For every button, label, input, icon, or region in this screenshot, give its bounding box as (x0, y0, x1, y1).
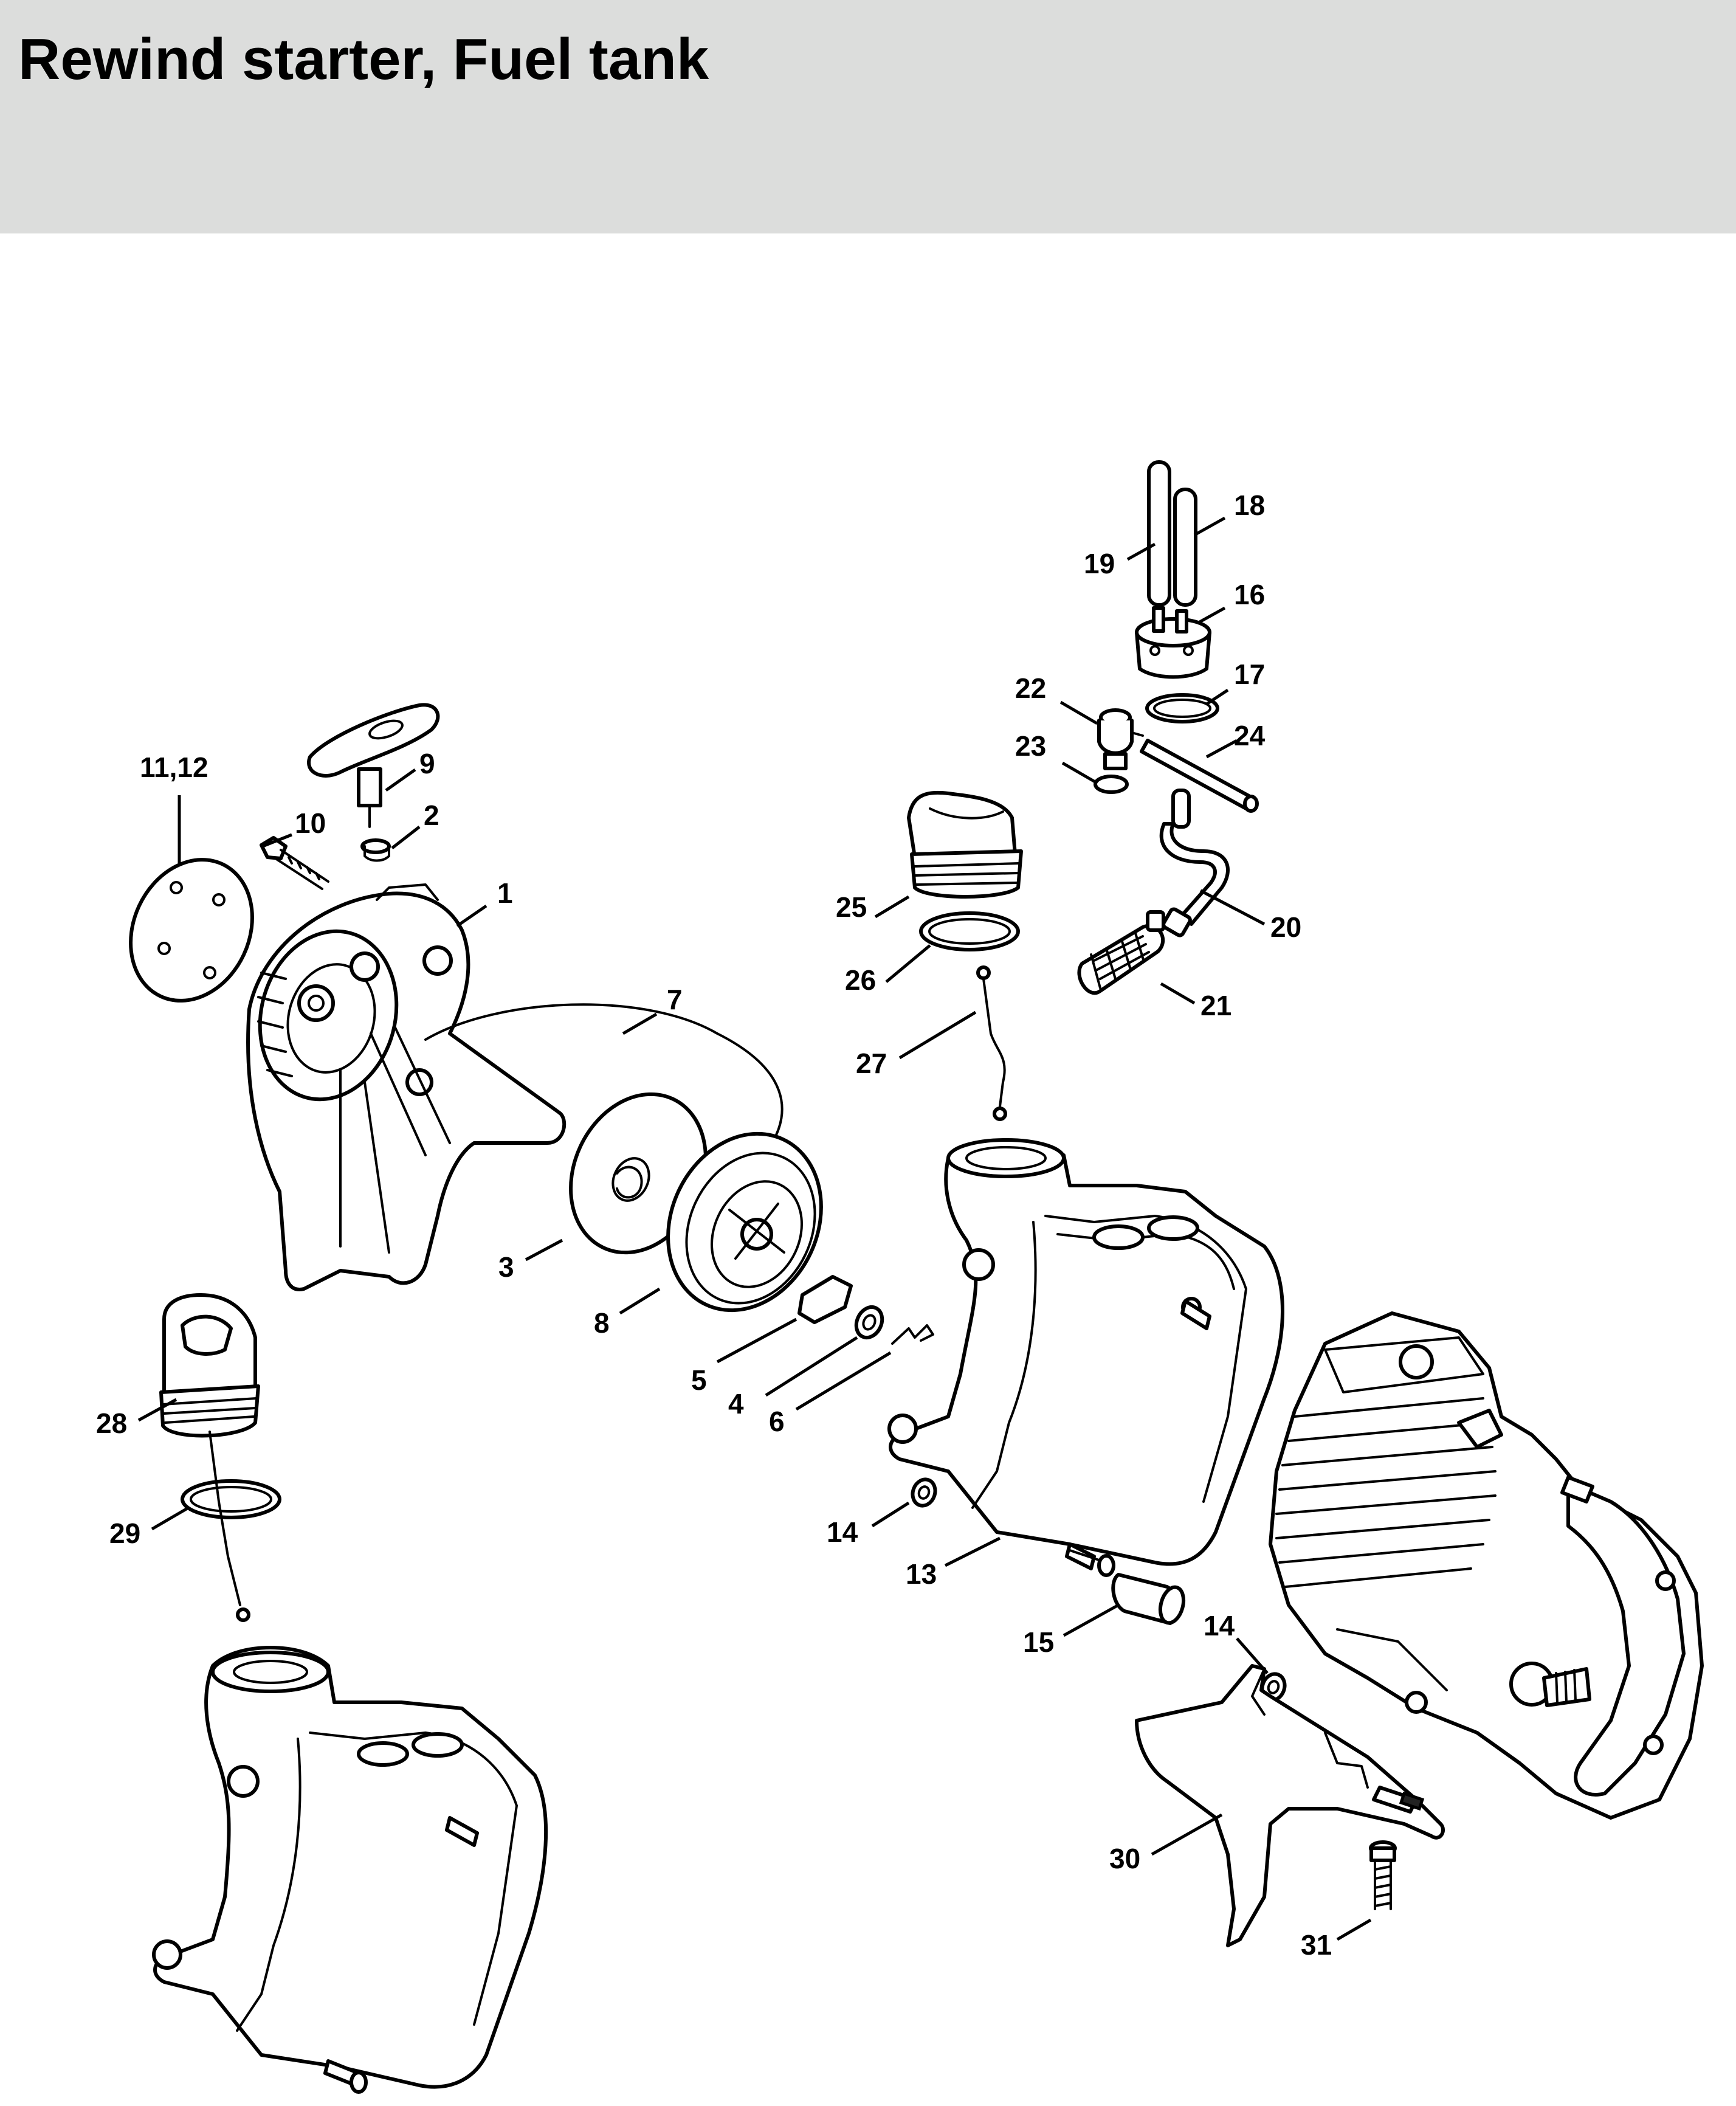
leader-4 (765, 1336, 858, 1397)
leader-23 (1061, 761, 1098, 785)
leader-7 (622, 1012, 658, 1035)
leader-17 (1205, 688, 1229, 706)
callout-5: 5 (691, 1364, 707, 1396)
leader-19 (1126, 542, 1156, 561)
callout-16: 16 (1234, 579, 1265, 610)
part-fuel-tank (887, 1138, 1284, 1577)
leader-8 (619, 1287, 661, 1315)
part-oring-23 (1094, 775, 1129, 794)
callout-23: 23 (1015, 730, 1046, 762)
leader-24 (1205, 739, 1238, 759)
part-fuel-tank-left (152, 1646, 548, 2094)
callout-24: 24 (1234, 720, 1266, 751)
part-retainer-strap (976, 965, 1007, 1121)
callout-31: 31 (1301, 1929, 1332, 1961)
part-spring-clip (891, 1324, 934, 1345)
leader-lines (137, 516, 1372, 1941)
leader-31 (1336, 1918, 1372, 1941)
leader-28 (137, 1398, 177, 1422)
callout-21: 21 (1200, 990, 1231, 1021)
callout-28: 28 (96, 1407, 127, 1439)
leader-20 (1199, 889, 1266, 926)
leader-27 (898, 1010, 977, 1060)
callout-14-lower: 14 (1204, 1610, 1235, 1642)
part-oring-17 (1145, 693, 1219, 723)
callout-26: 26 (845, 964, 876, 996)
part-screw-31 (1369, 1840, 1397, 1910)
leader-26 (885, 944, 931, 983)
part-tank-cap-left (159, 1293, 260, 1438)
callout-27: 27 (856, 1048, 887, 1079)
callout-3: 3 (498, 1251, 514, 1283)
part-pawl (797, 1275, 853, 1324)
leader-9 (385, 768, 416, 792)
page-title: Rewind starter, Fuel tank (18, 27, 709, 92)
callout-30: 30 (1109, 1843, 1140, 1874)
part-tank-vent (1135, 606, 1211, 679)
callout-20: 20 (1270, 911, 1301, 943)
part-rope-rotor (666, 1131, 823, 1313)
callout-8: 8 (594, 1307, 610, 1339)
leader-1 (456, 904, 487, 928)
leader-29 (151, 1506, 190, 1531)
callout-labels: 11,12 10 9 2 1 7 3 8 5 4 6 18 19 16 17 2… (96, 489, 1332, 1961)
part-hoses (1147, 460, 1197, 607)
leader-22 (1059, 700, 1098, 725)
callout-2: 2 (424, 799, 439, 831)
part-starter-grip (307, 703, 440, 828)
leader-18 (1193, 516, 1226, 537)
part-sleeve-15 (1111, 1573, 1186, 1625)
callout-9: 9 (419, 748, 435, 779)
callout-14-upper: 14 (827, 1516, 858, 1548)
part-engine-assembly (1269, 1311, 1704, 1820)
callout-19: 19 (1084, 548, 1115, 579)
part-screw-10 (260, 836, 329, 890)
part-deflector-bracket (1135, 1664, 1445, 1947)
leader-6 (795, 1351, 892, 1411)
part-fan-housing (246, 883, 567, 1291)
part-valve-22 (1097, 708, 1144, 770)
leader-30 (1151, 1813, 1223, 1856)
part-fuel-filter (1077, 910, 1165, 995)
leader-10 (262, 833, 292, 848)
header-bar: Rewind starter, Fuel tank (0, 0, 1736, 233)
leader-16 (1196, 606, 1226, 625)
part-tube-24 (1140, 739, 1259, 813)
callout-13: 13 (906, 1558, 937, 1590)
leader-25 (874, 895, 910, 919)
part-tank-cap (907, 790, 1023, 899)
leader-2 (391, 826, 421, 849)
part-grommet-14-upper (911, 1477, 937, 1508)
part-bushing (360, 838, 391, 862)
callout-4: 4 (728, 1388, 744, 1420)
leader-14-lower (1236, 1637, 1269, 1674)
leader-3 (525, 1238, 563, 1262)
part-oring-29 (181, 1431, 281, 1622)
part-starter-rope (424, 1003, 784, 1144)
callout-1: 1 (497, 877, 513, 909)
leader-15 (1063, 1603, 1120, 1637)
part-washer (854, 1305, 884, 1340)
callout-6: 6 (769, 1406, 785, 1437)
callout-11-12: 11,12 (140, 751, 208, 783)
callout-29: 29 (109, 1517, 140, 1549)
callout-18: 18 (1234, 489, 1265, 521)
callout-22: 22 (1015, 672, 1046, 704)
callout-10: 10 (295, 807, 326, 839)
part-cover-plate (129, 858, 254, 1003)
leader-5 (716, 1317, 797, 1364)
leader-14-upper (871, 1501, 910, 1528)
part-fuel-hose (1159, 789, 1230, 937)
callout-15: 15 (1023, 1626, 1054, 1658)
leader-21 (1160, 982, 1196, 1005)
part-oring-26 (919, 911, 1020, 951)
leader-13 (944, 1536, 1001, 1567)
callout-25: 25 (836, 891, 867, 923)
callout-17: 17 (1234, 658, 1265, 690)
callout-7: 7 (667, 984, 683, 1015)
